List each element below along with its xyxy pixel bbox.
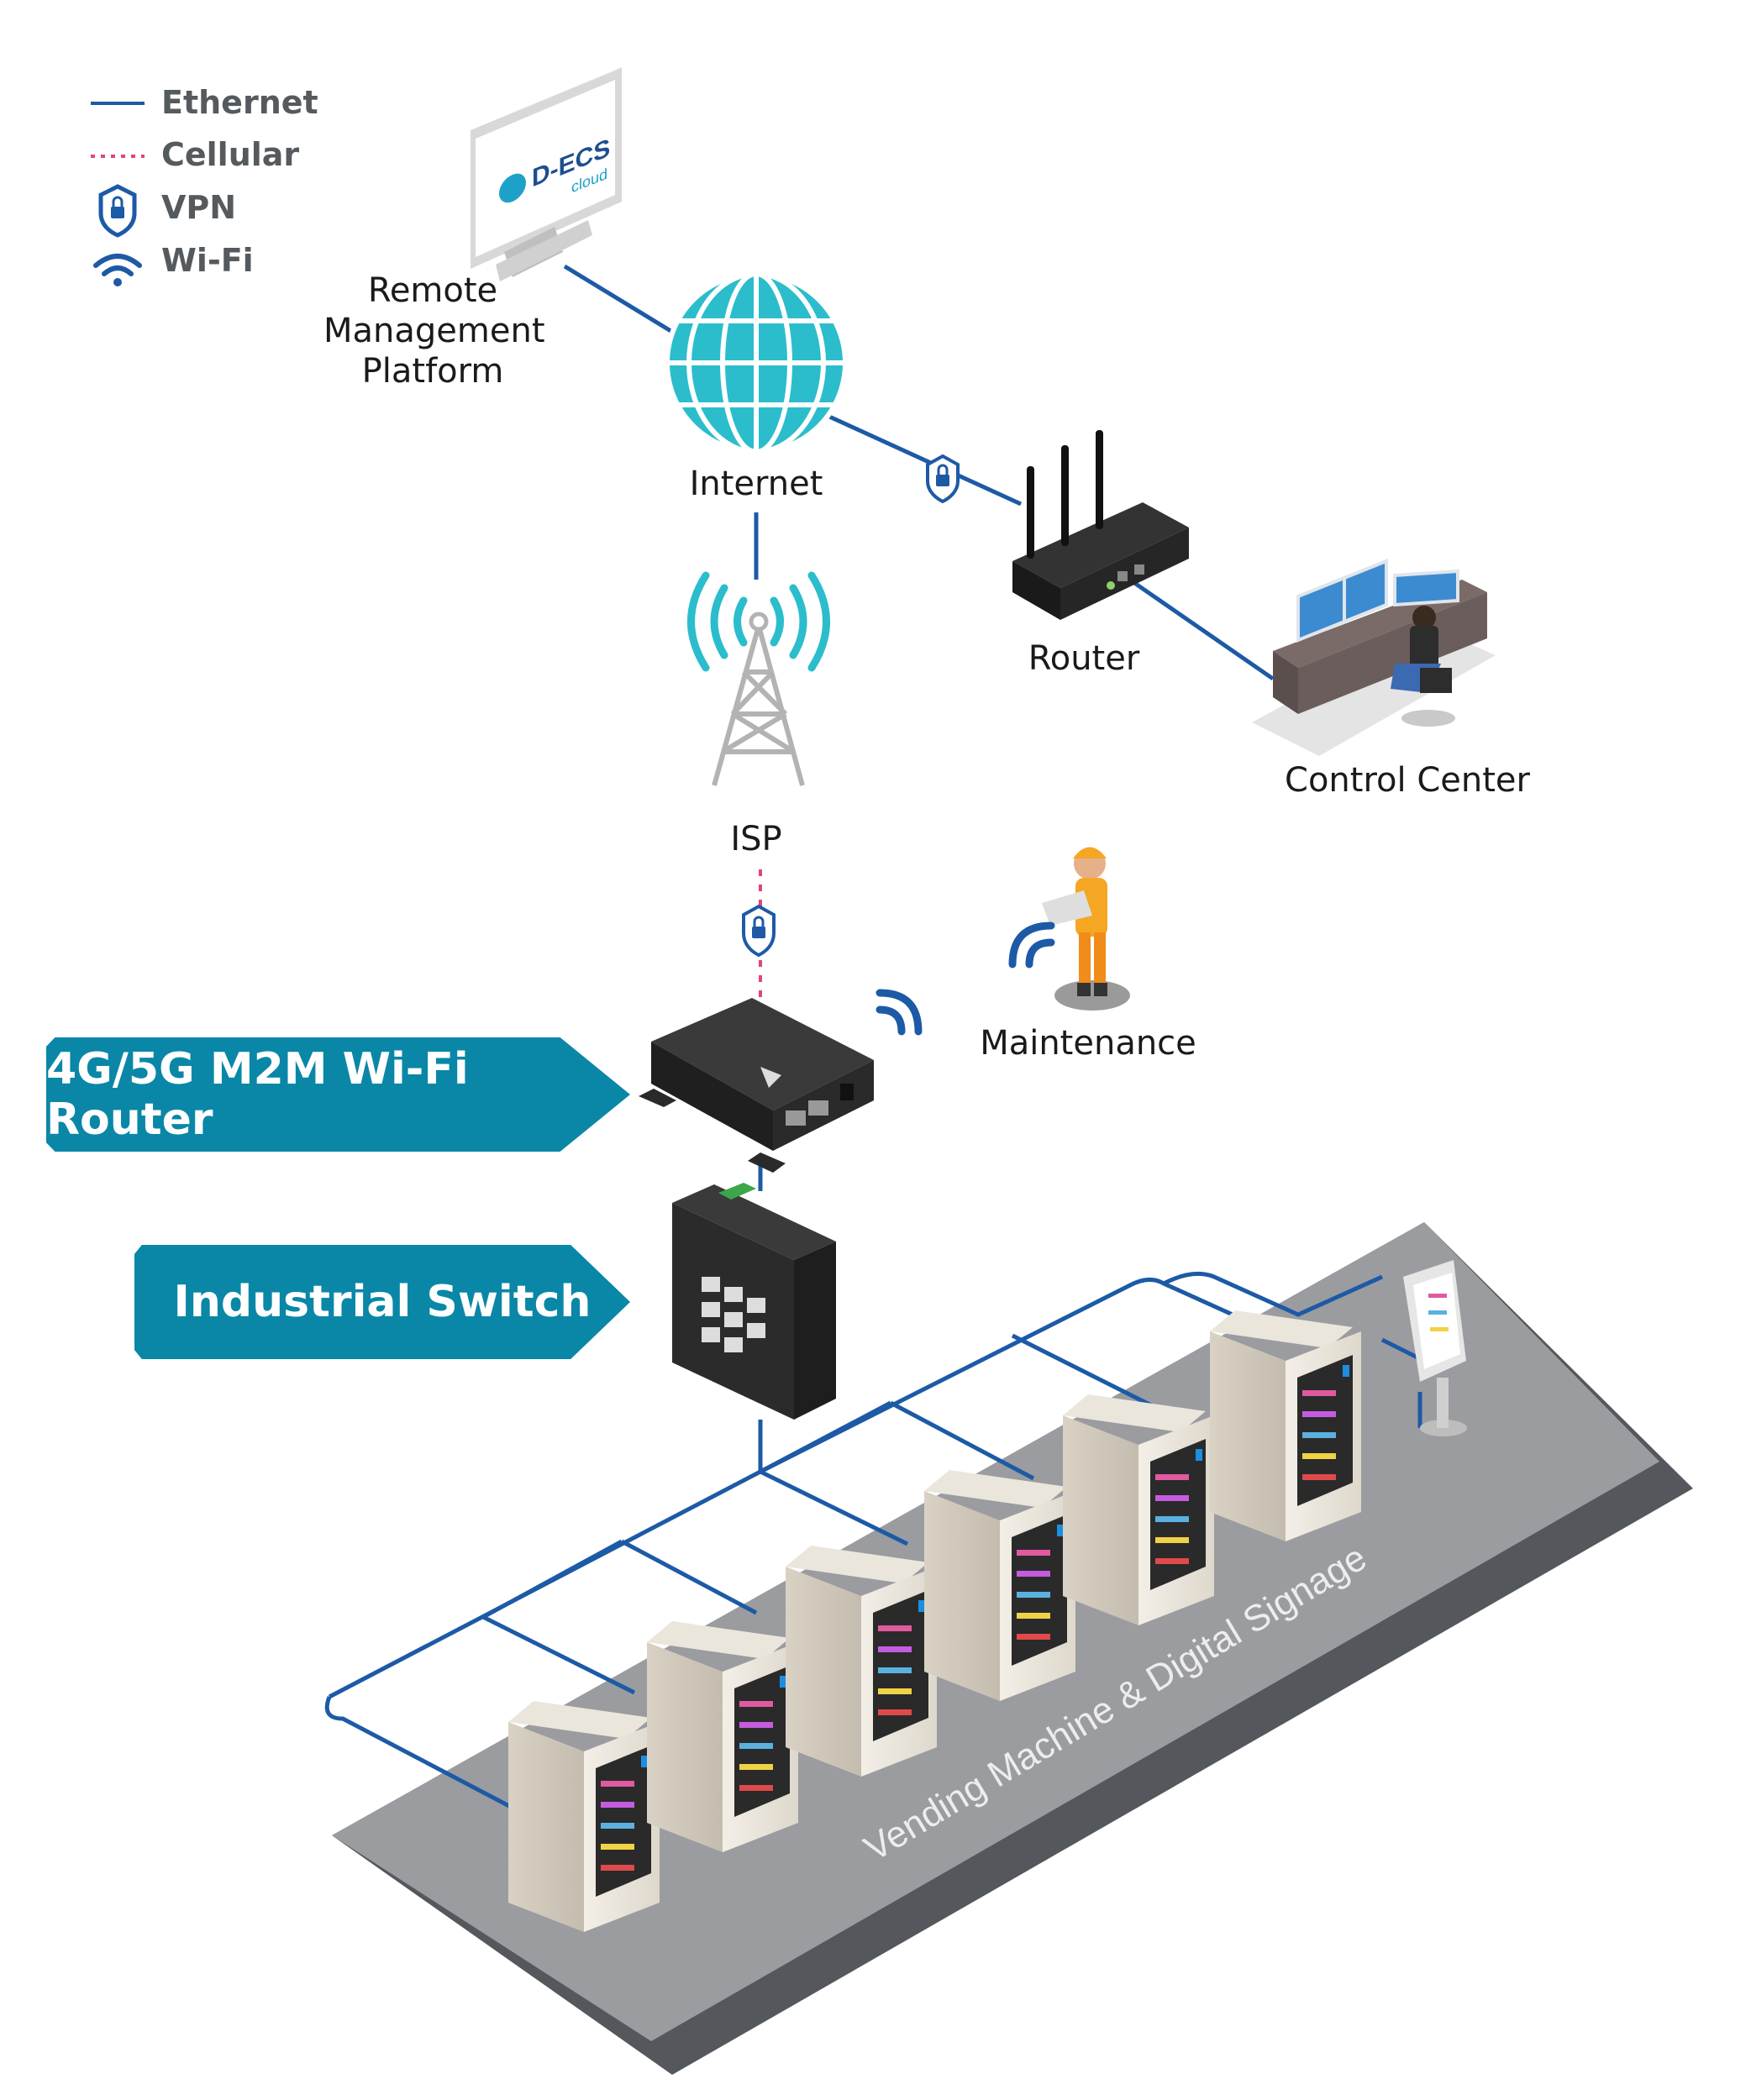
monitor-icon: D-ECS cloud xyxy=(460,67,622,281)
isp-label: ISP xyxy=(730,820,782,858)
vending-machine-icon xyxy=(1210,1310,1361,1541)
vpn-badge-cellular xyxy=(742,904,776,958)
maintenance-label: Maintenance xyxy=(980,1024,1196,1063)
worker-icon xyxy=(1042,847,1130,1011)
wifi-icon xyxy=(93,254,142,286)
legend-icons xyxy=(91,102,145,286)
industrial-switch-icon xyxy=(672,1183,836,1420)
vpn-badge-internet-router xyxy=(926,454,960,504)
wifi-icon xyxy=(876,989,923,1036)
vending-machine-icon xyxy=(924,1470,1075,1701)
control-center-icon xyxy=(1252,559,1496,756)
industrial-switch-banner-label: Industrial Switch xyxy=(173,1277,592,1327)
m2m-router-banner: 4G/5G M2M Wi-Fi Router xyxy=(46,1037,630,1152)
internet-label: Internet xyxy=(689,465,823,503)
globe-icon xyxy=(665,271,848,454)
vending-machine-icon xyxy=(1063,1394,1214,1625)
control-center-label: Control Center xyxy=(1285,761,1530,800)
m2m-router-banner-label: 4G/5G M2M Wi-Fi Router xyxy=(46,1044,469,1145)
vending-machine-icon xyxy=(647,1621,798,1852)
vending-machine-icon xyxy=(786,1546,937,1777)
ethernet-links xyxy=(324,264,1434,1817)
wifi-icon xyxy=(1008,921,1055,969)
legend-ethernet-label: Ethernet xyxy=(161,84,318,121)
legend-cellular-label: Cellular xyxy=(161,136,300,173)
legend-wifi-label: Wi-Fi xyxy=(161,242,254,279)
platform-label: Remote Management Platform xyxy=(323,271,545,391)
router-icon xyxy=(1012,430,1189,620)
vending-machine-icon xyxy=(508,1701,660,1932)
cell-tower-icon xyxy=(687,571,830,786)
lock-shield-icon xyxy=(98,184,137,238)
router-label: Router xyxy=(1028,639,1140,678)
legend-vpn-label: VPN xyxy=(161,189,237,226)
industrial-switch-banner: Industrial Switch xyxy=(134,1245,630,1359)
digital-signage-icon xyxy=(1403,1260,1467,1436)
m2m-router-icon xyxy=(639,998,874,1173)
